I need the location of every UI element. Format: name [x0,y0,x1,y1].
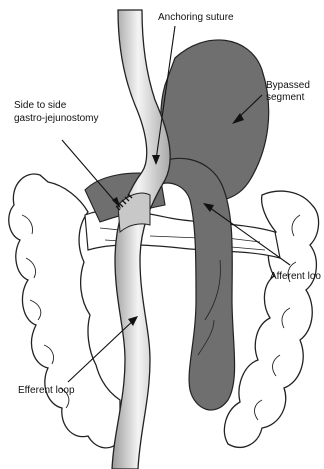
label-gastro-jejunostomy-1: Side to side [14,100,66,112]
label-afferent-loop: Afferent loo [270,271,321,283]
label-efferent-loop: Efferent loop [18,385,75,397]
label-anchoring-suture: Anchoring suture [158,12,234,24]
label-bypassed-segment-1: Bypassed [266,80,310,92]
label-gastro-jejunostomy-2: gastro-jejunostomy [14,113,98,125]
label-bypassed-segment-2: segment [266,92,304,104]
